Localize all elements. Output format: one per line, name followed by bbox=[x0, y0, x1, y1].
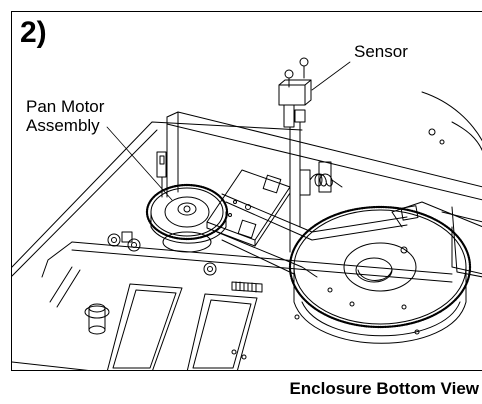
figure-caption: Enclosure Bottom View bbox=[289, 379, 479, 398]
base-post bbox=[84, 303, 110, 335]
enclosure-line-drawing bbox=[12, 57, 482, 370]
left-bracket bbox=[156, 151, 167, 198]
pan-motor-gear bbox=[145, 183, 229, 253]
leader-lines bbox=[106, 61, 351, 201]
sensor-callout: Sensor bbox=[354, 42, 408, 61]
pan-motor-callout-line2: Assembly bbox=[26, 116, 100, 135]
base-plate bbox=[12, 121, 453, 370]
large-pan-gear bbox=[288, 205, 472, 344]
base-cutouts bbox=[107, 283, 258, 370]
gear-cover-plate bbox=[391, 201, 482, 275]
spring bbox=[299, 161, 343, 196]
base-screws bbox=[107, 128, 445, 360]
upper-housing bbox=[166, 91, 482, 278]
step-number: 2) bbox=[20, 16, 49, 49]
lower-connectors bbox=[121, 231, 263, 293]
pan-motor-callout-line1: Pan Motor bbox=[26, 97, 105, 116]
